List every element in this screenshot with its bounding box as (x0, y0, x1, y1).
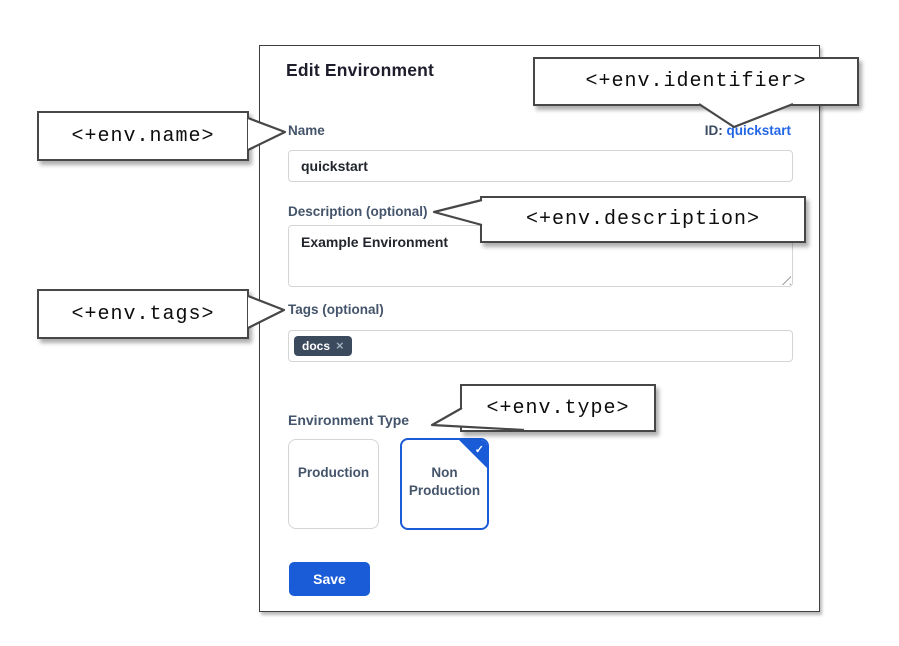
tags-label: Tags (optional) (288, 302, 384, 317)
callout-env-description: <+env.description> (480, 196, 806, 243)
description-label: Description (optional) (288, 204, 428, 219)
name-label: Name (288, 123, 325, 138)
tags-input[interactable]: docs × (288, 330, 793, 362)
resize-handle-icon[interactable] (781, 275, 791, 285)
edit-environment-dialog: Edit Environment Name ID: quickstart Des… (259, 45, 820, 612)
environment-type-label: Environment Type (288, 412, 410, 428)
tag-pill: docs × (294, 335, 352, 357)
tag-remove-icon[interactable]: × (336, 338, 344, 354)
environment-type-option-production[interactable]: Production (288, 439, 379, 529)
callout-env-tags: <+env.tags> (37, 289, 249, 339)
environment-id: ID: quickstart (705, 123, 791, 138)
callout-env-identifier: <+env.identifier> (533, 57, 859, 106)
check-icon: ✓ (474, 444, 484, 456)
production-card-label: Production (297, 465, 370, 480)
dialog-title: Edit Environment (286, 60, 435, 80)
id-value-link[interactable]: quickstart (726, 123, 791, 138)
save-button[interactable]: Save (289, 562, 370, 596)
callout-env-type: <+env.type> (460, 384, 656, 432)
tag-label: docs (302, 338, 331, 353)
callout-env-name: <+env.name> (37, 111, 249, 161)
environment-type-option-non-production[interactable]: ✓ Non Production (400, 438, 489, 530)
id-label: ID: (704, 123, 723, 138)
non-production-card-label: Non Production (408, 465, 481, 498)
name-input[interactable] (288, 150, 793, 182)
